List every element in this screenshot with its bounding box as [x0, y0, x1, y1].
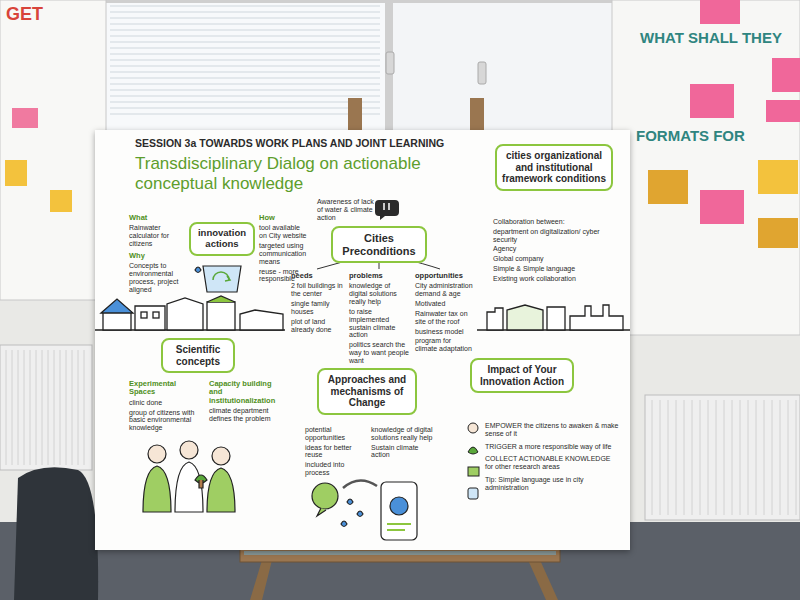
note-text: Sustain climate action	[371, 444, 433, 460]
box-title: Impact of Your Innovation Action	[477, 364, 567, 387]
column-heading: What	[129, 214, 185, 222]
whiteboard-text: GET	[6, 4, 76, 24]
topic-box: Impact of Your Innovation Action	[470, 358, 574, 393]
topic-box: Cities Preconditions	[331, 226, 427, 263]
note-text: climate department defines the problem	[209, 407, 283, 423]
note-text: politics search the way to want people w…	[349, 341, 409, 364]
note-text: included into process	[305, 461, 365, 477]
note-text: TRIGGER a more responsible way of life	[485, 443, 620, 451]
topic-box: Scientific concepts	[161, 338, 235, 373]
backpack	[14, 467, 98, 600]
note-text: Tip: Simple language use in city adminis…	[485, 476, 620, 492]
note-text: SESSION 3a TOWARDS WORK PLANS AND JOINT …	[135, 138, 475, 150]
window	[102, 0, 615, 134]
note-text: Existing work collaboration	[493, 275, 618, 283]
whiteboard-text: FORMATS FOR	[636, 128, 796, 145]
rain-bucket-icon	[195, 266, 241, 292]
right-whiteboard	[612, 0, 800, 335]
column-heading: How	[259, 214, 307, 222]
note-text: ideas for better reuse	[305, 444, 365, 460]
note-text: department on digitalization/ cyber secu…	[493, 228, 618, 244]
note-text: 2 foil buildings in the center	[291, 282, 343, 298]
people-drawing	[143, 441, 235, 512]
note-text: group of citizens with basic environment…	[129, 409, 197, 432]
note-text: Rainwater tax on site of the roof	[415, 310, 473, 326]
column-heading: Experimental Spaces	[129, 380, 197, 397]
note-text: plot of land already done	[291, 318, 343, 334]
topic-box: Approaches and mechanisms of Change	[317, 368, 417, 415]
note-text: business model	[415, 328, 473, 336]
note-text: targeted using communication means	[259, 242, 307, 265]
box-title: Cities Preconditions	[338, 232, 420, 257]
box-title: Approaches and mechanisms of Change	[324, 374, 410, 409]
left-whiteboard	[0, 0, 106, 300]
note-text: clinic done	[129, 399, 197, 407]
topic-box: innovation actions	[189, 222, 255, 256]
box-title: innovation actions	[196, 228, 248, 250]
note-text: Collaboration between:	[493, 218, 618, 226]
note-text: COLLECT ACTIONABLE KNOWLEDGE for other r…	[485, 455, 620, 471]
note-text: City administration demand & age	[415, 282, 473, 298]
box-title: Scientific concepts	[168, 344, 228, 367]
column-heading: Why	[129, 252, 191, 260]
note-text: Agency	[493, 245, 618, 253]
note-text: single family houses	[291, 300, 343, 316]
note-text: Simple & Simple language	[493, 265, 618, 273]
box-title: cities organizational and institutional …	[502, 150, 606, 185]
note-text: tool available on City website	[259, 224, 307, 240]
note-text: Concepts to environmental process, proje…	[129, 262, 191, 293]
alert-bubble	[375, 200, 399, 220]
column-heading: opportunities	[415, 272, 473, 280]
note-text: potential opportunities	[305, 426, 365, 442]
note-text: knowledge of digital solutions really he…	[349, 282, 409, 305]
note-text: Rainwater calculator for citizens	[129, 224, 185, 247]
topic-box: cities organizational and institutional …	[495, 144, 613, 191]
note-text: knowledge of digital solutions really he…	[371, 426, 433, 442]
impact-icons	[468, 423, 479, 499]
column-heading: problems	[349, 272, 409, 280]
flipchart-poster: Transdisciplinary Dialog on actionable c…	[95, 130, 630, 550]
column-heading: needs	[291, 272, 343, 280]
note-text: Awareness of lack of water & climate act…	[317, 198, 375, 221]
water-app-drawing	[312, 480, 417, 540]
diagram-title: Transdisciplinary Dialog on actionable c…	[135, 154, 485, 193]
note-text: Global company	[493, 255, 618, 263]
note-text: to raise implemented sustain climate act…	[349, 308, 409, 339]
note-text: Motivated	[415, 300, 473, 308]
whiteboard-text: WHAT SHALL THEY	[640, 30, 800, 47]
note-text: EMPOWER the citizens to awaken & make se…	[485, 422, 620, 438]
column-heading: Capacity building and institutionalizati…	[209, 380, 283, 405]
note-text: program for climate adaptation	[415, 337, 473, 353]
